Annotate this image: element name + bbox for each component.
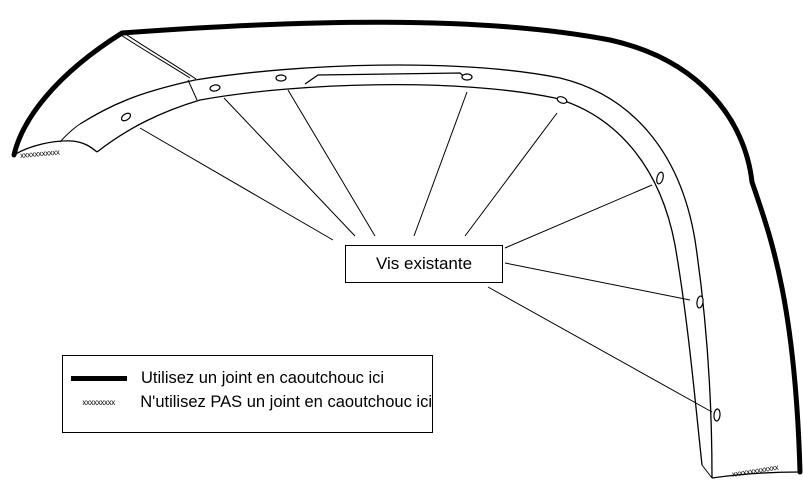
fender-flange-inner — [96, 84, 703, 466]
leader-line-2 — [223, 97, 356, 237]
leader-line-5 — [464, 112, 558, 237]
fender-seam-1 — [117, 32, 191, 79]
legend-x-symbol: xxxxxxxxx — [82, 397, 115, 407]
existing-screw-label: Vis existante — [375, 254, 473, 273]
existing-screw-callout: Vis existante — [345, 245, 503, 283]
fender-right-end — [711, 471, 801, 479]
fender-right-end-inner — [701, 464, 713, 479]
fender-flange-tab — [304, 72, 469, 85]
leader-line-8 — [487, 286, 713, 413]
screw-hole-1 — [120, 112, 132, 122]
fender-flange-outer — [79, 64, 713, 479]
legend-item-use-seal: Utilisez un joint en caoutchouc ici — [63, 366, 432, 390]
screw-holes — [120, 73, 721, 422]
legend-label-use-seal: Utilisez un joint en caoutchouc ici — [141, 368, 385, 387]
leader-line-3 — [287, 89, 376, 237]
fender-seam-2 — [123, 32, 197, 80]
leader-lines — [139, 89, 713, 413]
fender-seam-3 — [187, 79, 198, 101]
legend-label-no-seal: N'utilisez PAS un joint en caoutchouc ic… — [140, 392, 432, 411]
screw-hole-8 — [713, 408, 721, 422]
screw-hole-3 — [275, 74, 287, 82]
fender-left-end — [13, 140, 98, 156]
screw-hole-2 — [209, 84, 221, 92]
legend-thick-line-symbol — [71, 375, 127, 381]
leader-line-7 — [504, 262, 691, 301]
fender-left-end-inner — [59, 123, 81, 143]
screw-hole-7 — [696, 295, 704, 309]
leader-line-1 — [139, 127, 334, 241]
screw-hole-5 — [556, 96, 568, 104]
legend-item-no-seal: xxxxxxxxx N'utilisez PAS un joint en cao… — [63, 390, 432, 414]
fender-outer-edge — [11, 19, 803, 475]
screw-hole-4 — [461, 73, 473, 81]
screw-hole-6 — [656, 171, 664, 185]
legend: Utilisez un joint en caoutchouc ici xxxx… — [62, 355, 433, 433]
leader-line-6 — [504, 184, 653, 249]
leader-line-4 — [413, 91, 468, 237]
